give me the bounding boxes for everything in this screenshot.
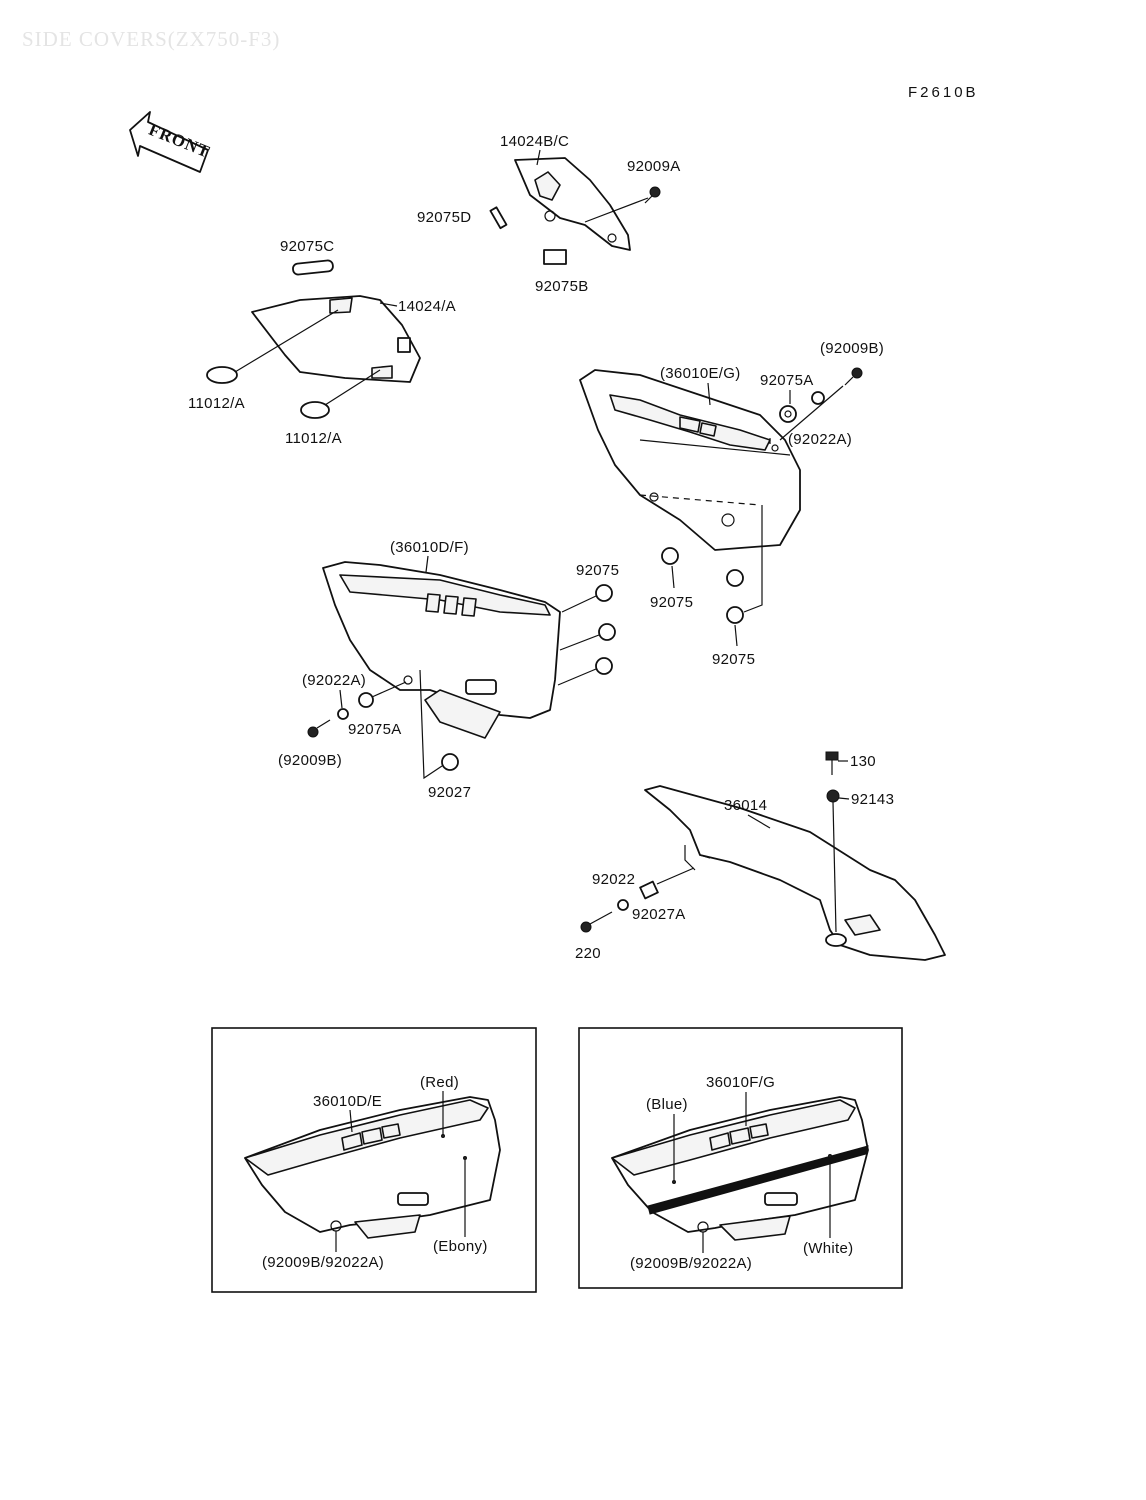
chain-guard [644,785,946,961]
grommet-icon [779,405,797,423]
grommet-icon [661,547,679,565]
label-92075d: 92075D [417,209,471,226]
label-92075a-top: 92075A [760,372,814,389]
label-130: 130 [850,753,876,770]
grommet-icon [543,249,567,265]
inset-box-right [578,1027,903,1289]
screw-icon [644,186,661,204]
label-92075-1: 92075 [576,562,619,579]
inset-left-fastener: (92009B/92022A) [262,1254,384,1271]
grommet-icon [292,259,334,276]
screw-icon [844,367,863,386]
grommet-icon [726,569,744,587]
label-92022: 92022 [592,871,635,888]
inset-right-color-bottom: (White) [803,1240,853,1257]
label-36010eg: (36010E/G) [660,365,741,382]
washer-icon [811,391,825,405]
label-36014: 36014 [724,797,767,814]
inset-cover-right [611,1096,869,1241]
inset-left-color-top: (Red) [420,1074,459,1091]
washer-icon [617,899,629,911]
inset-right-fastener: (92009B/92022A) [630,1255,752,1272]
cap-icon [206,366,238,384]
grommet-icon [358,692,374,708]
tail-cover-left [251,295,421,383]
label-92009b-top: (92009B) [820,340,884,357]
bolt-icon [580,911,613,933]
cap-icon [300,401,330,419]
label-11012a-1: 11012/A [188,395,245,412]
tail-cover-bracket [514,157,631,251]
screw-icon [307,719,331,738]
inset-right-part: 36010F/G [706,1074,775,1091]
label-36010df: (36010D/F) [390,539,469,556]
label-92009b-left: (92009B) [278,752,342,769]
label-11012a-2: 11012/A [285,430,342,447]
inset-left-part: 36010D/E [313,1093,382,1110]
label-14024a: 14024/A [398,298,456,315]
side-cover-left [322,561,561,739]
label-92075-3: 92075 [712,651,755,668]
nut-icon [826,789,840,803]
label-92009a: 92009A [627,158,681,175]
label-92075c: 92075C [280,238,334,255]
grommet-icon [595,657,613,675]
side-cover-right [579,369,801,551]
washer-icon [337,708,349,720]
diagram-title: SIDE COVERS(ZX750-F3) [22,27,280,51]
grommet-icon [441,753,459,771]
bolt-icon [825,751,839,775]
label-14024bc: 14024B/C [500,133,569,150]
grommet-icon [726,606,744,624]
front-arrow-icon: FRONT [129,111,213,173]
label-92075a-left: 92075A [348,721,402,738]
grommet-icon [598,623,616,641]
collar-icon [639,880,659,900]
inset-box-left [211,1027,537,1293]
label-92027a: 92027A [632,906,686,923]
grommet-icon [489,206,508,230]
inset-right-color-top: (Blue) [646,1096,688,1113]
label-92022a-left: (92022A) [302,672,366,689]
figure-code: F2610B [908,84,979,101]
label-92022a-top: (92022A) [788,431,852,448]
label-92075b: 92075B [535,278,589,295]
grommet-icon [595,584,613,602]
label-92143: 92143 [851,791,894,808]
label-92027: 92027 [428,784,471,801]
label-220: 220 [575,945,601,962]
label-92075-2: 92075 [650,594,693,611]
inset-cover-left [244,1096,501,1239]
inset-left-color-bottom: (Ebony) [433,1238,488,1255]
